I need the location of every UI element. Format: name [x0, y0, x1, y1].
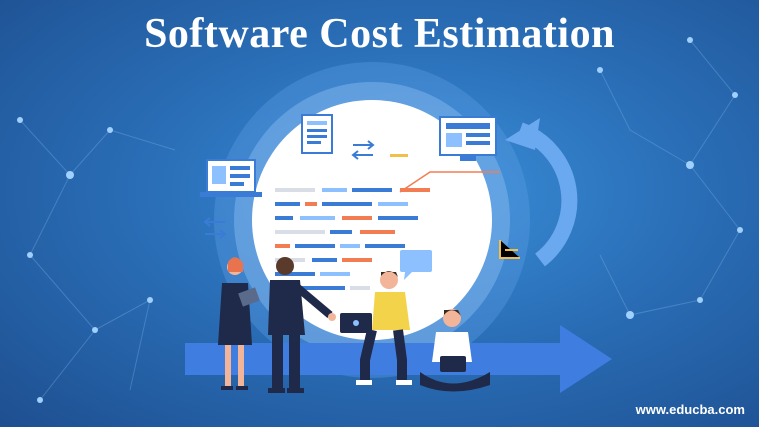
connector-line [399, 171, 500, 193]
cycle-arrow-icon [517, 122, 578, 267]
lightbulb-icon [464, 198, 482, 223]
standing-man-figure [268, 257, 336, 393]
chat-bubble-icon [400, 250, 432, 280]
forward-arrow-icon [185, 325, 612, 393]
left-arrows-icon [203, 217, 227, 239]
document-icon [301, 114, 333, 154]
mini-chart-icon [499, 240, 520, 259]
woman-figure [218, 257, 260, 390]
monitor-icon [200, 159, 262, 197]
cross-legged-man-figure [420, 309, 490, 392]
page-title: Software Cost Estimation [144, 11, 615, 57]
network-nodes [17, 37, 743, 403]
exchange-arrows-icon [351, 140, 375, 160]
large-monitor-icon [439, 116, 497, 161]
site-watermark: www.educba.com [635, 402, 745, 417]
seated-man-figure [340, 271, 412, 385]
